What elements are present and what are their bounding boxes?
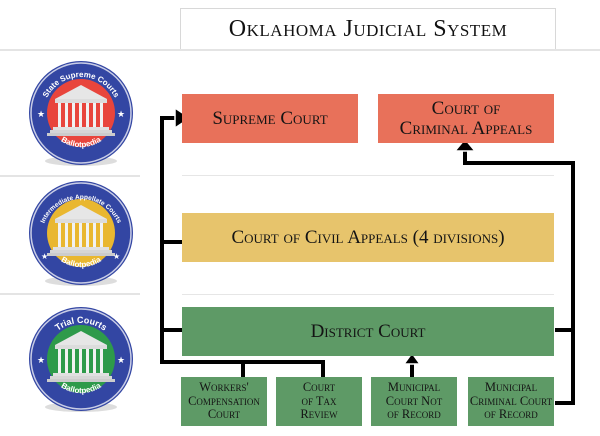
- star-icon: ★: [37, 109, 45, 119]
- star-icon: ★: [117, 355, 125, 365]
- badge-bottom-text: Ballotpedia: [60, 381, 103, 396]
- courthouse-seal-icon: Intermediate Appellate Courts Ballotpedi…: [29, 181, 133, 286]
- svg-text:Ballotpedia: Ballotpedia: [60, 381, 103, 396]
- star-icon: ★: [117, 109, 125, 119]
- box-label-line: Court: [207, 407, 241, 422]
- badge-bottom-text: Ballotpedia: [60, 255, 103, 270]
- badge-divider: [0, 293, 140, 295]
- criminal-appeals-label-line1: Court of: [431, 97, 501, 119]
- box-label-line: of Record: [387, 407, 441, 422]
- district-court-label: District Court: [310, 320, 426, 342]
- title-divider: [0, 49, 600, 51]
- court-of-tax-review-box: Court of Tax Review: [276, 377, 362, 426]
- title-box: Oklahoma Judicial System: [180, 8, 556, 50]
- box-label-line: Compensation: [188, 393, 260, 408]
- star-icon: ★: [37, 355, 45, 365]
- connector-to-criminal-appeals: [463, 146, 575, 405]
- supreme-court-box: Supreme Court: [182, 94, 358, 143]
- municipal-court-not-of-record-box: Municipal Court Not of Record: [371, 377, 457, 426]
- box-label-line: Court Not: [385, 393, 443, 408]
- star-icon: ★: [41, 252, 48, 261]
- svg-text:Ballotpedia: Ballotpedia: [60, 255, 103, 270]
- box-label-line: Criminal Court: [469, 393, 553, 408]
- court-of-criminal-appeals-box: Court of Criminal Appeals: [378, 94, 554, 143]
- box-label-line: of Tax: [301, 393, 337, 408]
- badge-bottom-text: Ballotpedia: [60, 135, 103, 150]
- supreme-court-label: Supreme Court: [212, 107, 328, 129]
- supreme-courts-badge: State Supreme Courts Ballotpedia ★ ★: [25, 57, 137, 169]
- courthouse-seal-icon: Trial Courts Ballotpedia ★ ★: [29, 307, 133, 412]
- box-label-line: Court: [302, 379, 336, 394]
- star-icon: ★: [113, 252, 120, 261]
- tier-divider: [182, 294, 554, 295]
- box-label-line: Municipal: [484, 379, 538, 394]
- box-label-line: Workers': [199, 379, 249, 394]
- box-label-line: of Record: [484, 407, 538, 422]
- intermediate-appellate-courts-badge: Intermediate Appellate Courts Ballotpedi…: [25, 177, 137, 289]
- criminal-appeals-label-line2: Criminal Appeals: [399, 117, 533, 139]
- trial-courts-badge: Trial Courts Ballotpedia ★ ★: [25, 303, 137, 415]
- district-court-box: District Court: [182, 307, 554, 356]
- svg-text:Ballotpedia: Ballotpedia: [60, 135, 103, 150]
- courthouse-seal-icon: State Supreme Courts Ballotpedia ★ ★: [29, 61, 133, 166]
- municipal-criminal-court-of-record-box: Municipal Criminal Court of Record: [468, 377, 554, 426]
- box-label-line: Review: [300, 407, 338, 422]
- box-label-line: Municipal: [387, 379, 441, 394]
- civil-appeals-label: Court of Civil Appeals (4 divisions): [231, 226, 505, 248]
- court-of-civil-appeals-box: Court of Civil Appeals (4 divisions): [182, 213, 554, 262]
- tier-divider: [182, 175, 554, 176]
- badge-divider: [0, 175, 140, 177]
- diagram-title: Oklahoma Judicial System: [228, 16, 508, 42]
- workers-compensation-court-box: Workers' Compensation Court: [181, 377, 267, 426]
